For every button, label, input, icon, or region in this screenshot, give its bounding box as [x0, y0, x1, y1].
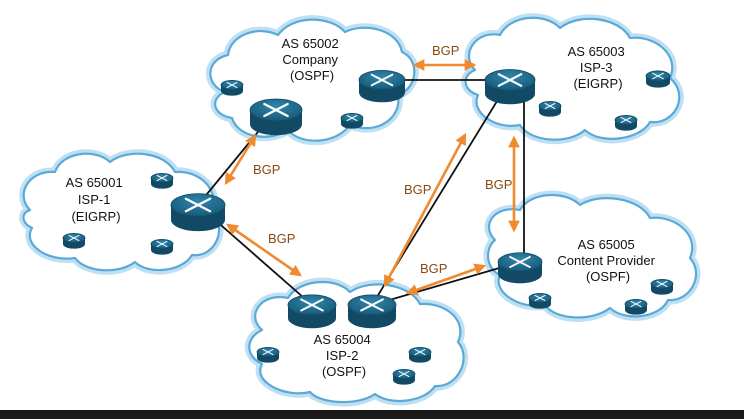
bgp-layer: BGP BGP BGP BGP BGP BGP — [224, 43, 520, 296]
router-icon — [150, 238, 174, 255]
router-icon — [347, 294, 397, 329]
bgp-arrow-isp2-content — [405, 263, 487, 296]
router-icon — [538, 100, 562, 117]
router-icon — [170, 193, 226, 232]
router-icon — [256, 346, 280, 363]
router-icon — [650, 278, 674, 295]
router-icon — [614, 114, 638, 131]
router-icon — [150, 172, 174, 189]
cloud-as65003 — [461, 13, 684, 145]
bgp-arrow-isp1-isp2 — [226, 223, 302, 277]
bgp-label-isp3-content: BGP — [485, 177, 512, 192]
router-icon — [340, 112, 364, 129]
router-icon — [528, 292, 552, 309]
bgp-label-isp2-content: BGP — [420, 261, 447, 276]
as-label-as65002: AS 65002 Company (OSPF) — [282, 36, 343, 83]
routers-layer — [62, 69, 674, 385]
bgp-label-isp3-isp2: BGP — [404, 182, 431, 197]
router-icon — [358, 69, 406, 103]
bgp-label-company-isp3: BGP — [432, 43, 459, 58]
router-icon — [645, 70, 671, 88]
router-icon — [62, 232, 86, 249]
router-icon — [408, 346, 432, 363]
as-label-as65003: AS 65003 ISP-3 (EIGRP) — [568, 44, 629, 91]
as-label-as65001: AS 65001 ISP-1 (EIGRP) — [66, 175, 127, 224]
bottom-bar — [0, 410, 744, 419]
router-icon — [220, 79, 244, 96]
router-icon — [497, 252, 543, 284]
bgp-arrow-company-isp1 — [224, 134, 257, 185]
as-label-as65004: AS 65004 ISP-2 (OSPF) — [314, 332, 375, 379]
router-icon — [249, 98, 303, 136]
router-icon — [484, 69, 536, 105]
cloud-as65005 — [483, 190, 701, 322]
router-icon — [287, 294, 337, 329]
bgp-label-isp1-isp2: BGP — [268, 231, 295, 246]
router-icon — [624, 298, 648, 315]
router-icon — [392, 368, 416, 385]
as-label-as65005: AS 65005 Content Provider (OSPF) — [557, 237, 658, 284]
labels-layer: AS 65002 Company (OSPF) AS 65003 ISP-3 (… — [66, 36, 658, 379]
bgp-label-company-isp1: BGP — [253, 162, 280, 177]
bgp-arrow-isp3-isp2 — [383, 132, 467, 288]
